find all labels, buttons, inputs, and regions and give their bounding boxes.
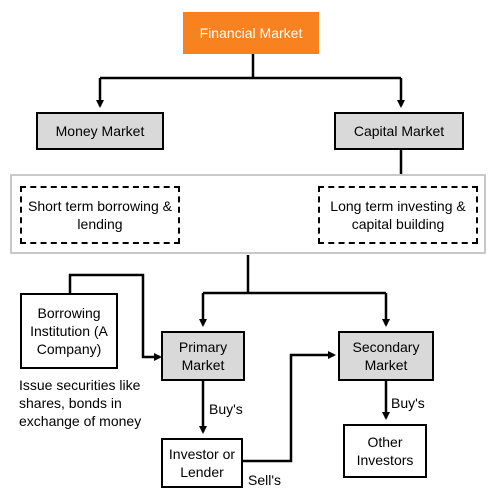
buys-primary-label: Buy's: [209, 401, 243, 417]
short-term-label: Short term borrowing & lending: [28, 197, 172, 232]
capital-market-box: Capital Market: [334, 112, 464, 150]
other-investors-label: Other Investors: [356, 433, 414, 468]
secondary-market-label: Secondary Market: [352, 338, 420, 373]
capital-market-label: Capital Market: [353, 122, 445, 139]
money-market-label: Money Market: [55, 122, 145, 139]
issue-securities-line-2: shares, bonds in: [19, 395, 122, 412]
long-term-box: Long term investing & capital building: [318, 186, 478, 244]
issue-securities-text: Issue securities like shares, bonds in e…: [19, 376, 141, 431]
primary-market-label: Primary Market: [178, 338, 228, 373]
money-market-box: Money Market: [36, 112, 164, 150]
financial-market-label: Financial Market: [199, 24, 303, 41]
arrow-investor-to-secondary: [243, 351, 336, 463]
short-term-box: Short term borrowing & lending: [20, 186, 180, 244]
investor-box: Investor or Lender: [161, 438, 243, 488]
long-term-label: Long term investing & capital building: [330, 197, 466, 232]
investor-label: Investor or Lender: [168, 445, 236, 480]
secondary-market-box: Secondary Market: [338, 331, 434, 381]
primary-market-box: Primary Market: [161, 331, 245, 381]
borrowing-institution-label: Borrowing Institution (A Company): [30, 304, 108, 358]
financial-market-box: Financial Market: [183, 12, 319, 54]
sells-label: Sell's: [248, 472, 282, 488]
buys-secondary-label: Buy's: [391, 395, 425, 411]
issue-securities-line-3: exchange of money: [19, 413, 142, 430]
borrowing-institution-box: Borrowing Institution (A Company): [20, 293, 118, 369]
other-investors-box: Other Investors: [343, 424, 427, 478]
issue-securities-line-1: Issue securities like: [19, 377, 141, 393]
arrow-institution-to-primary: [68, 273, 162, 361]
